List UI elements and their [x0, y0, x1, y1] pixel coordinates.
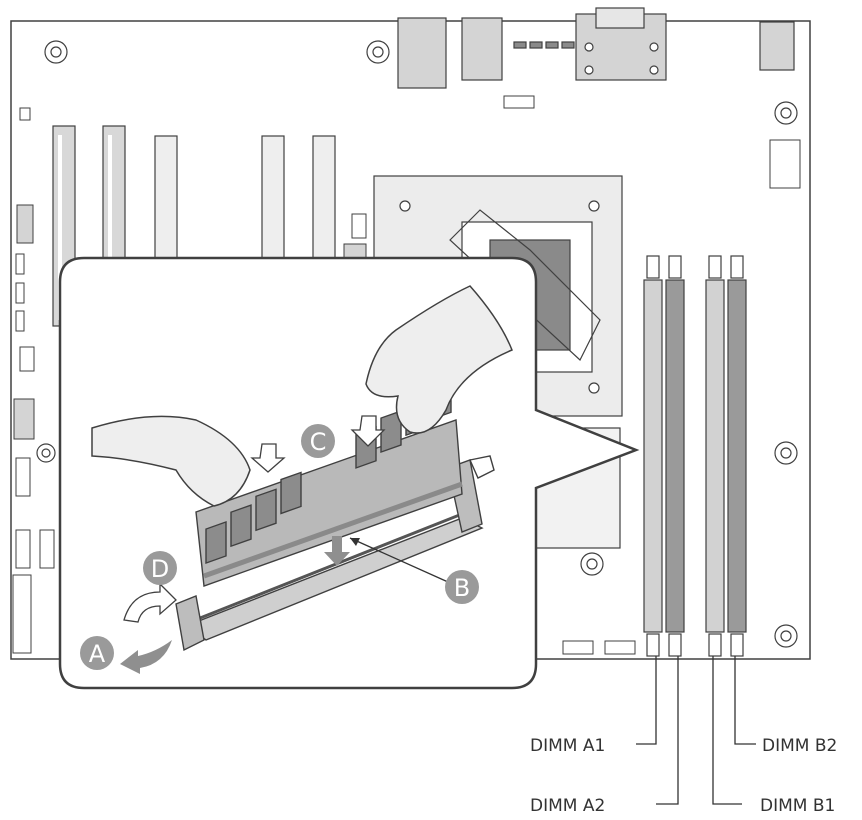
dimm-slot-b2	[727, 255, 747, 657]
step-badge-c: C	[301, 424, 335, 458]
vga-screw-3	[649, 42, 659, 52]
sata-port-2	[15, 457, 31, 497]
step-label-d: D	[151, 555, 169, 583]
vga-screw-4	[649, 65, 659, 75]
io-pin-1	[513, 41, 527, 49]
header-left-3	[15, 253, 25, 275]
io-connector-audio	[759, 21, 795, 71]
leader-b1	[712, 656, 742, 805]
latch-icon	[668, 633, 682, 657]
header-left-6	[19, 346, 35, 372]
latch-icon	[730, 255, 744, 279]
power-connector	[769, 139, 801, 189]
vga-screw-1	[584, 42, 594, 52]
io-pin-4	[561, 41, 575, 49]
io-pin-2	[529, 41, 543, 49]
step-badge-d: D	[143, 551, 177, 585]
sata-port-3	[15, 529, 31, 569]
latch-icon	[708, 633, 722, 657]
leader-a1	[636, 656, 657, 745]
latch-icon	[646, 633, 660, 657]
step-label-c: C	[310, 428, 327, 456]
dimm-slot-b1	[705, 255, 725, 657]
mounting-hole	[774, 441, 798, 465]
label-leader-lines	[636, 656, 756, 805]
vga-body	[595, 7, 645, 29]
push-down-arrow-icon	[250, 443, 286, 473]
io-pin-3	[545, 41, 559, 49]
small-chip	[343, 243, 367, 259]
latch-icon	[646, 255, 660, 279]
step-label-b: B	[454, 574, 470, 602]
step-badge-a: A	[80, 636, 114, 670]
step-label-a: A	[89, 640, 106, 668]
latch-icon	[175, 595, 205, 652]
dimm-slot-a2	[665, 255, 685, 657]
rear-io-connectors	[397, 7, 795, 89]
push-down-arrow-icon	[324, 536, 350, 566]
header-left-5	[15, 310, 25, 332]
mounting-hole	[774, 101, 798, 125]
memory-chip	[380, 410, 402, 454]
leader-b2	[734, 656, 756, 745]
socket-lever	[449, 209, 601, 361]
mounting-hole	[36, 443, 56, 463]
hand-icon	[365, 285, 513, 434]
latch-icon	[730, 633, 744, 657]
dimm-slots	[643, 255, 747, 657]
push-down-arrow-icon	[350, 415, 386, 447]
latch-icon	[708, 255, 722, 279]
memory-chip	[230, 504, 252, 548]
pointer-line-b	[349, 537, 449, 583]
fan-header-bottom-1	[562, 640, 594, 655]
header-left-2	[16, 204, 34, 244]
mounting-hole	[774, 624, 798, 648]
step-badge-b: B	[445, 570, 479, 604]
io-connector-usb	[397, 17, 447, 89]
label-dimm-a2: DIMM A2	[530, 796, 605, 816]
front-panel-header	[12, 574, 32, 654]
label-dimm-b2: DIMM B2	[762, 736, 837, 756]
header-left-4	[15, 282, 25, 304]
sata-port-4	[39, 529, 55, 569]
fan-header-top	[503, 95, 535, 109]
rotate-arrow-icon	[120, 640, 172, 674]
mounting-hole	[44, 40, 68, 64]
leader-a2	[656, 656, 679, 805]
dimm-slot-a1	[643, 255, 663, 657]
hand-icon	[91, 415, 251, 507]
io-connector-lan	[461, 17, 503, 81]
label-dimm-b1: DIMM B1	[760, 796, 835, 816]
sata-port-1	[13, 398, 35, 440]
memory-chip	[280, 471, 302, 515]
label-dimm-a1: DIMM A1	[530, 736, 605, 756]
mounting-hole	[366, 40, 390, 64]
rotate-arrow-icon	[123, 582, 177, 623]
memory-chip	[255, 488, 277, 532]
latch-icon	[668, 255, 682, 279]
header-left-1	[19, 107, 31, 121]
mounting-hole	[580, 552, 604, 576]
fan-header-bottom-2	[604, 640, 636, 655]
cpu-fan-header	[351, 213, 367, 239]
vga-screw-2	[584, 65, 594, 75]
memory-chip	[205, 521, 227, 564]
installation-callout: A B C D	[58, 256, 640, 690]
board-headers	[12, 95, 801, 655]
